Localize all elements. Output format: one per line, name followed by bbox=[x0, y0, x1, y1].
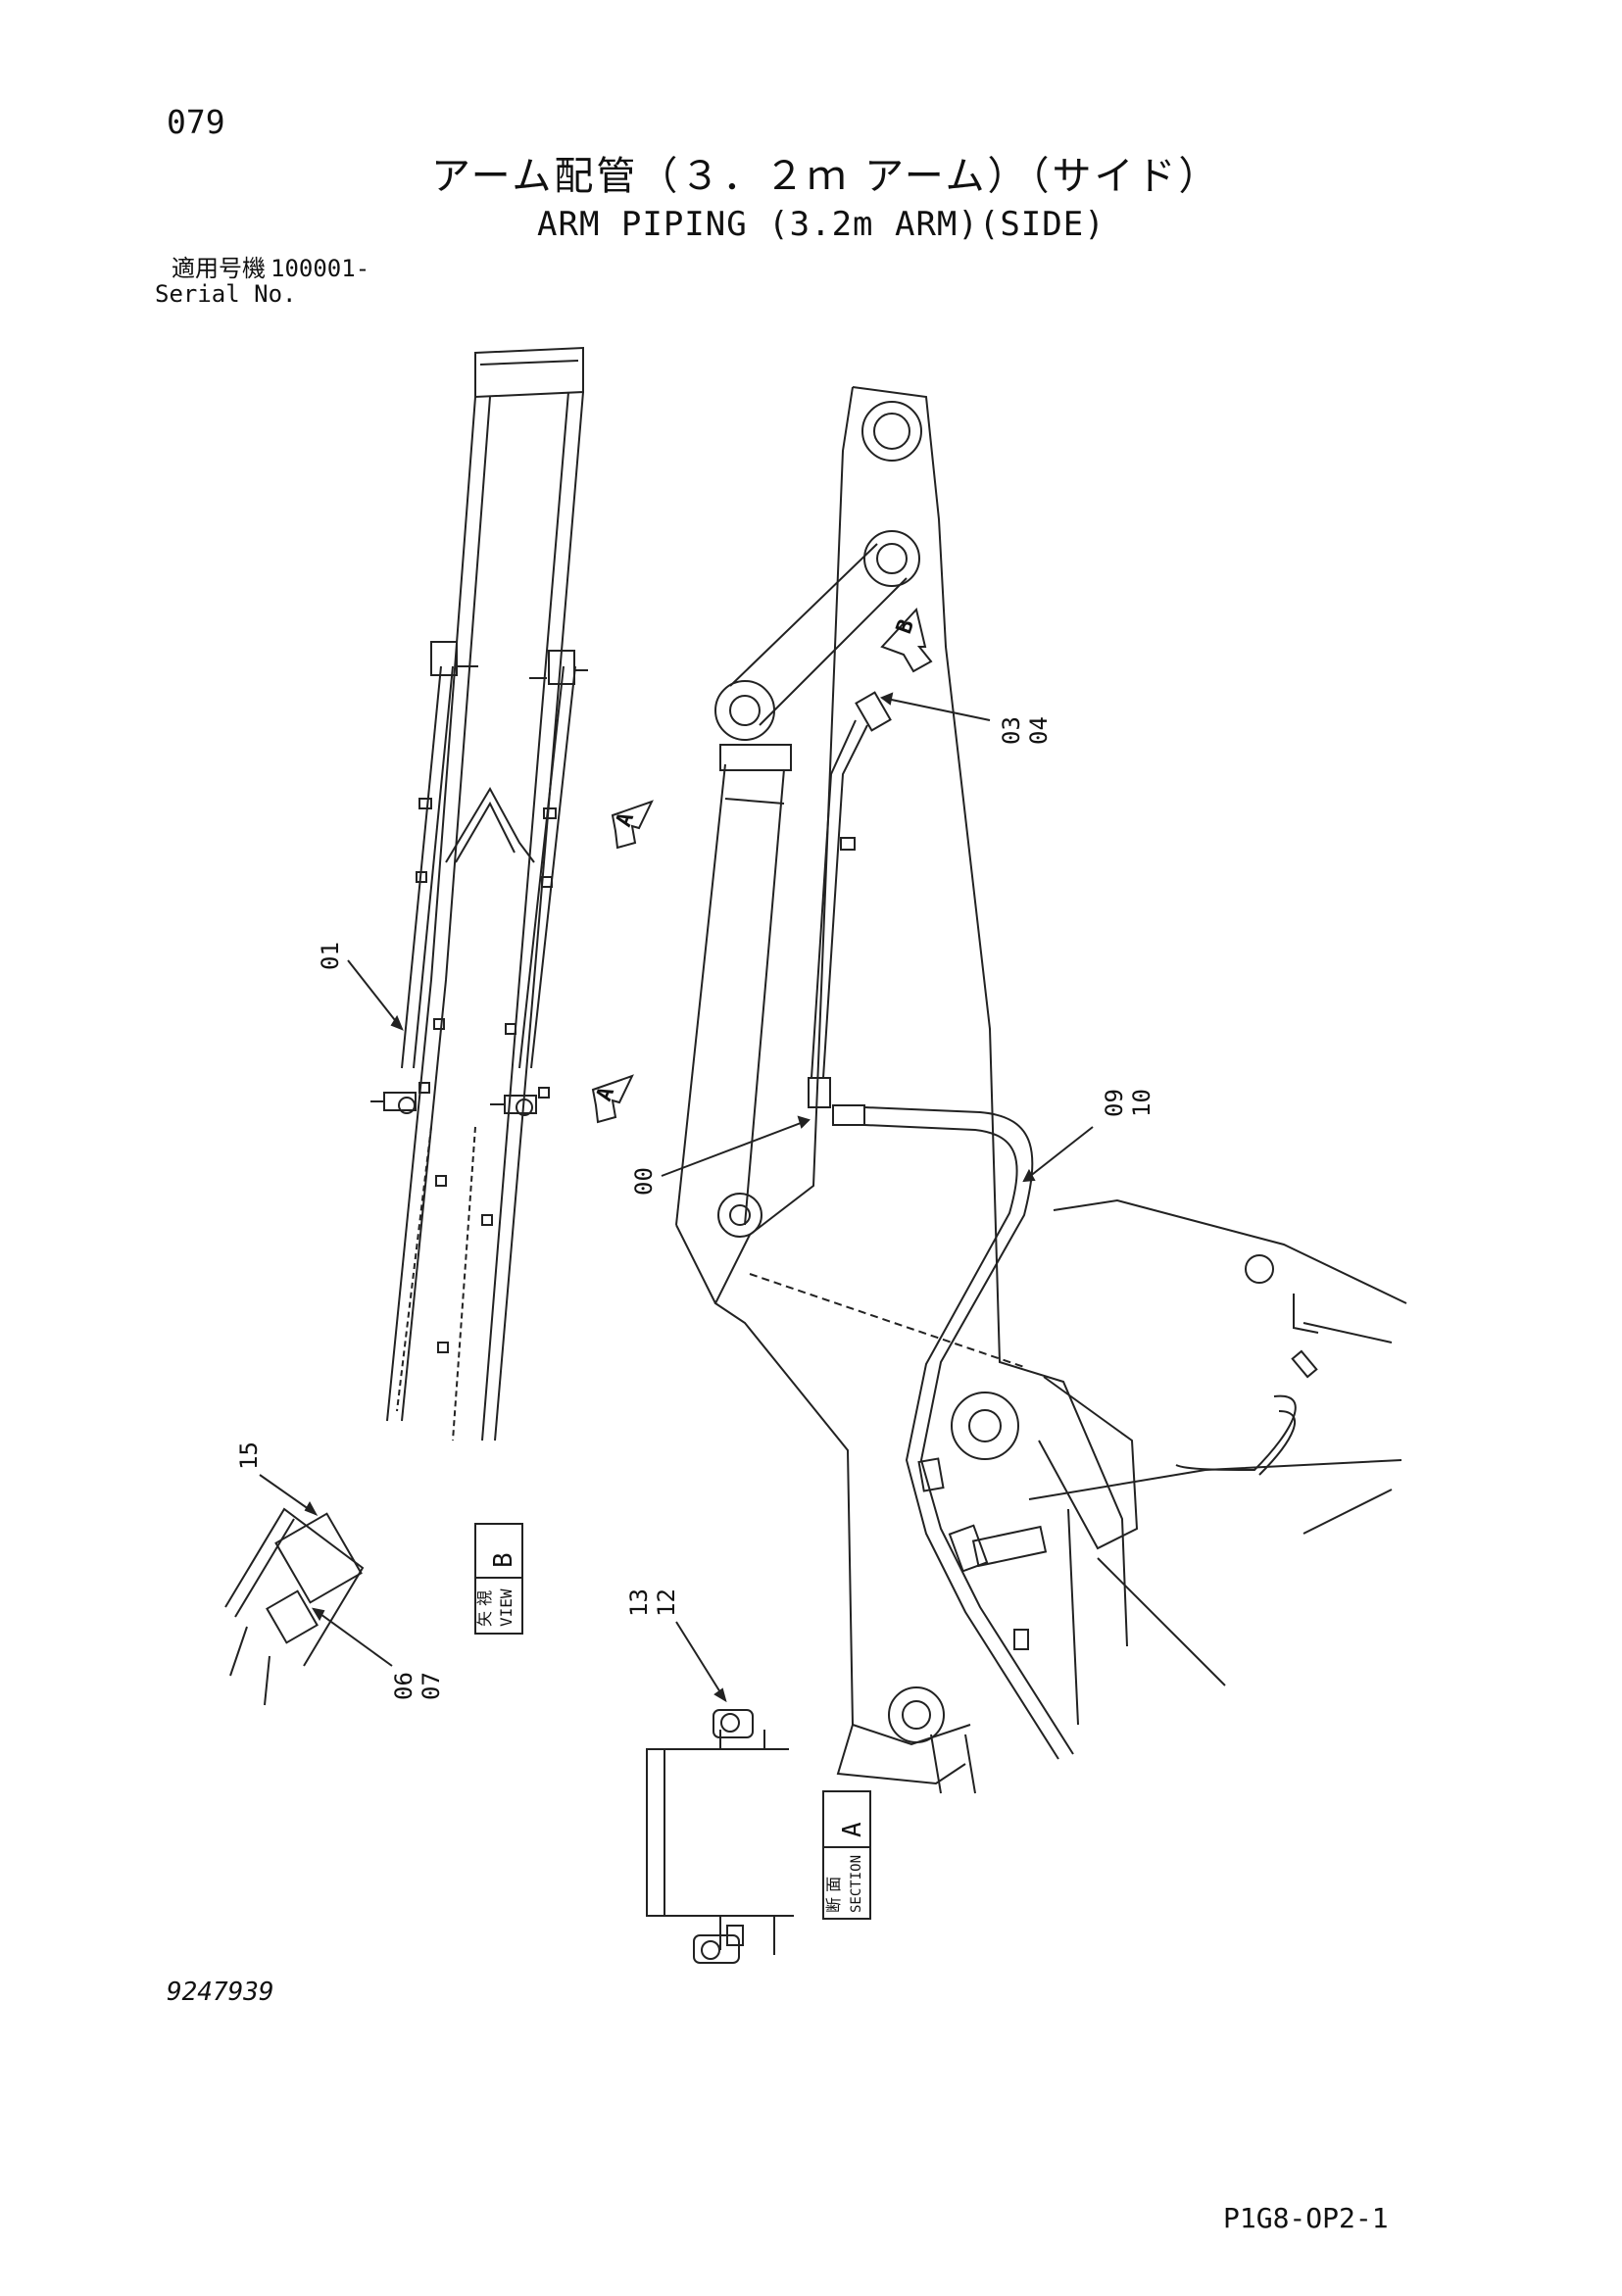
callout-09-10-leader bbox=[1023, 1126, 1094, 1182]
callout-07: 07 bbox=[418, 1672, 445, 1700]
callout-06-07-leader bbox=[313, 1608, 393, 1667]
drawing-number: 9247939 bbox=[167, 1978, 274, 2007]
view-b-label-letter: B bbox=[489, 1552, 518, 1568]
serial-value: 100001- bbox=[270, 255, 370, 282]
callout-06: 06 bbox=[390, 1672, 418, 1700]
view-b-label-jp: 矢 視 bbox=[475, 1590, 494, 1627]
callout-03: 03 bbox=[998, 716, 1025, 745]
callout-01: 01 bbox=[317, 942, 344, 970]
callout-04: 04 bbox=[1025, 716, 1053, 745]
callout-12: 12 bbox=[653, 1588, 680, 1617]
arrow-a-upper-letter: A bbox=[612, 809, 639, 830]
callout-03-04-leader bbox=[881, 697, 991, 721]
arm-top-view bbox=[370, 346, 588, 1441]
callout-01-leader bbox=[347, 959, 403, 1030]
pipe-assembly bbox=[808, 691, 1074, 1760]
arm-side-view bbox=[675, 386, 1128, 1794]
callout-10: 10 bbox=[1128, 1089, 1155, 1117]
section-a-detail bbox=[646, 1709, 794, 1964]
view-arrow-b bbox=[880, 607, 933, 673]
arrow-b-letter: B bbox=[892, 616, 919, 637]
page-code: P1G8-OP2-1 bbox=[1223, 2202, 1389, 2234]
section-a-label-jp: 断 面 bbox=[824, 1877, 843, 1913]
section-a-box bbox=[822, 1790, 871, 1920]
view-b-detail bbox=[224, 1507, 365, 1706]
callout-15: 15 bbox=[235, 1441, 263, 1470]
section-a-label-letter: A bbox=[838, 1822, 867, 1837]
view-arrow-a-lower bbox=[591, 1074, 634, 1124]
title-english: ARM PIPING (3.2m ARM)(SIDE) bbox=[537, 205, 1106, 244]
boom-portion bbox=[951, 1198, 1407, 1726]
callout-13: 13 bbox=[625, 1588, 653, 1617]
page-number: 079 bbox=[167, 103, 225, 141]
arrow-a-lower-letter: A bbox=[592, 1084, 619, 1104]
serial-label-english: Serial No. bbox=[155, 280, 297, 308]
callout-09: 09 bbox=[1101, 1089, 1128, 1117]
view-b-label-en: VIEW bbox=[497, 1588, 516, 1627]
serial-label-japanese: 適用号機 bbox=[172, 255, 266, 282]
view-arrow-a-upper bbox=[611, 800, 654, 850]
callout-13-12-leader bbox=[675, 1621, 726, 1701]
callout-00: 00 bbox=[630, 1167, 658, 1196]
section-a-label-en: SECTION bbox=[849, 1855, 864, 1913]
title-japanese: アーム配管（３．２ｍ アーム）（サイド） bbox=[431, 154, 1221, 199]
callout-00-leader bbox=[661, 1119, 810, 1177]
